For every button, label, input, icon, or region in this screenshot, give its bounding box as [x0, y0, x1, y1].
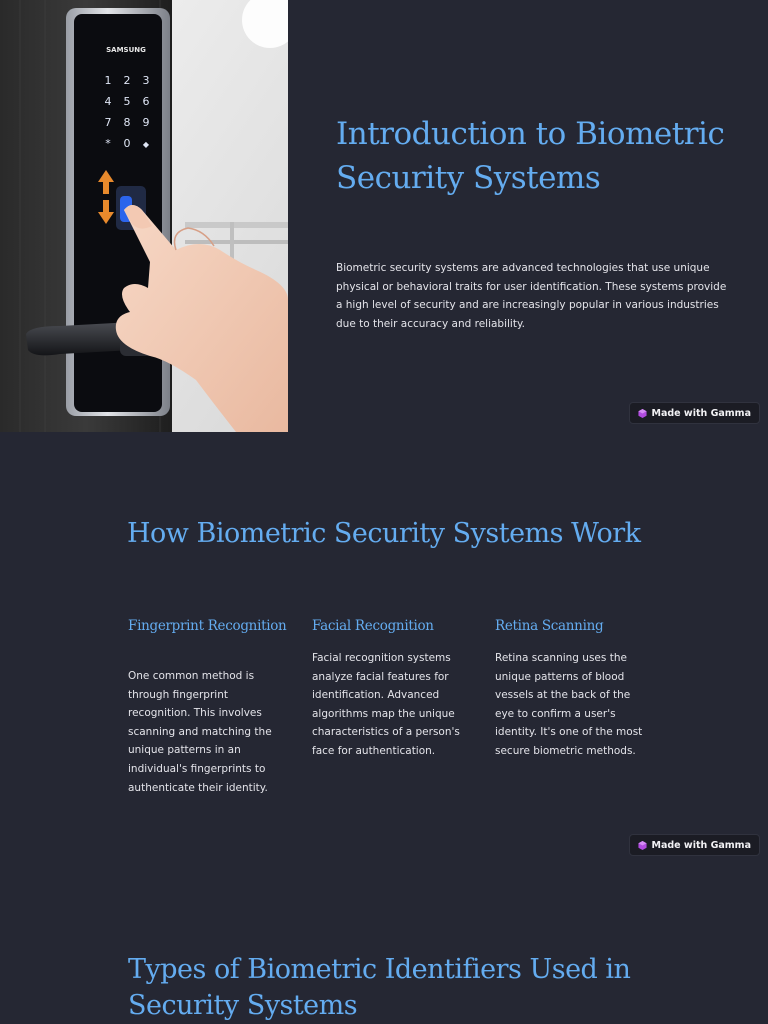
slide-title: Introduction to Biometric Security Syste… — [336, 116, 725, 196]
slide-how-it-works: How Biometric Security Systems Work Fing… — [0, 432, 768, 864]
keypad-key: ◆ — [143, 140, 150, 149]
gamma-logo-icon — [637, 840, 647, 850]
slide-title: How Biometric Security Systems Work — [127, 518, 641, 549]
method-heading: Facial Recognition — [312, 618, 434, 634]
keypad-key: * — [105, 137, 111, 150]
method-description: Retina scanning uses the unique patterns… — [495, 652, 643, 757]
method-card-retina: Retina Scanning Retina scanning uses the… — [495, 616, 645, 757]
keypad: 1 2 3 4 5 6 7 8 9 * 0 ◆ — [105, 74, 150, 150]
method-heading: Retina Scanning — [495, 618, 604, 634]
slide-introduction: SAMSUNG 1 2 3 4 5 6 7 8 9 * 0 ◆ — [0, 0, 768, 432]
method-card-fingerprint: Fingerprint Recognition One common metho… — [128, 616, 287, 794]
keypad-key: 9 — [143, 116, 150, 129]
keypad-key: 4 — [105, 95, 112, 108]
keypad-key: 7 — [105, 116, 112, 129]
slide-title: Types of Biometric Identifiers Used in S… — [128, 954, 631, 1021]
hero-image-smart-door-lock: SAMSUNG 1 2 3 4 5 6 7 8 9 * 0 ◆ — [0, 0, 288, 432]
method-card-facial: Facial Recognition Facial recognition sy… — [312, 616, 462, 757]
made-with-gamma-badge[interactable]: Made with Gamma — [628, 834, 760, 856]
made-with-gamma-badge[interactable]: Made with Gamma — [628, 402, 760, 424]
keypad-key: 8 — [124, 116, 131, 129]
gamma-logo-icon — [637, 408, 647, 418]
lock-brand-label: SAMSUNG — [106, 46, 146, 54]
slide-body-text: Biometric security systems are advanced … — [336, 262, 727, 330]
keypad-key: 3 — [143, 74, 150, 87]
method-description: Facial recognition systems analyze facia… — [312, 652, 460, 757]
method-description: One common method is through fingerprint… — [128, 670, 272, 794]
badge-label: Made with Gamma — [651, 839, 751, 851]
keypad-key: 0 — [124, 137, 131, 150]
keypad-key: 5 — [124, 95, 131, 108]
keypad-key: 6 — [143, 95, 150, 108]
keypad-key: 2 — [124, 74, 131, 87]
door-lock-illustration: SAMSUNG 1 2 3 4 5 6 7 8 9 * 0 ◆ — [0, 0, 288, 432]
method-heading: Fingerprint Recognition — [128, 618, 287, 634]
badge-label: Made with Gamma — [651, 407, 751, 419]
keypad-key: 1 — [105, 74, 112, 87]
slide-types-of-identifiers: Types of Biometric Identifiers Used in S… — [0, 864, 768, 1024]
up-down-arrow-icon — [98, 170, 114, 224]
